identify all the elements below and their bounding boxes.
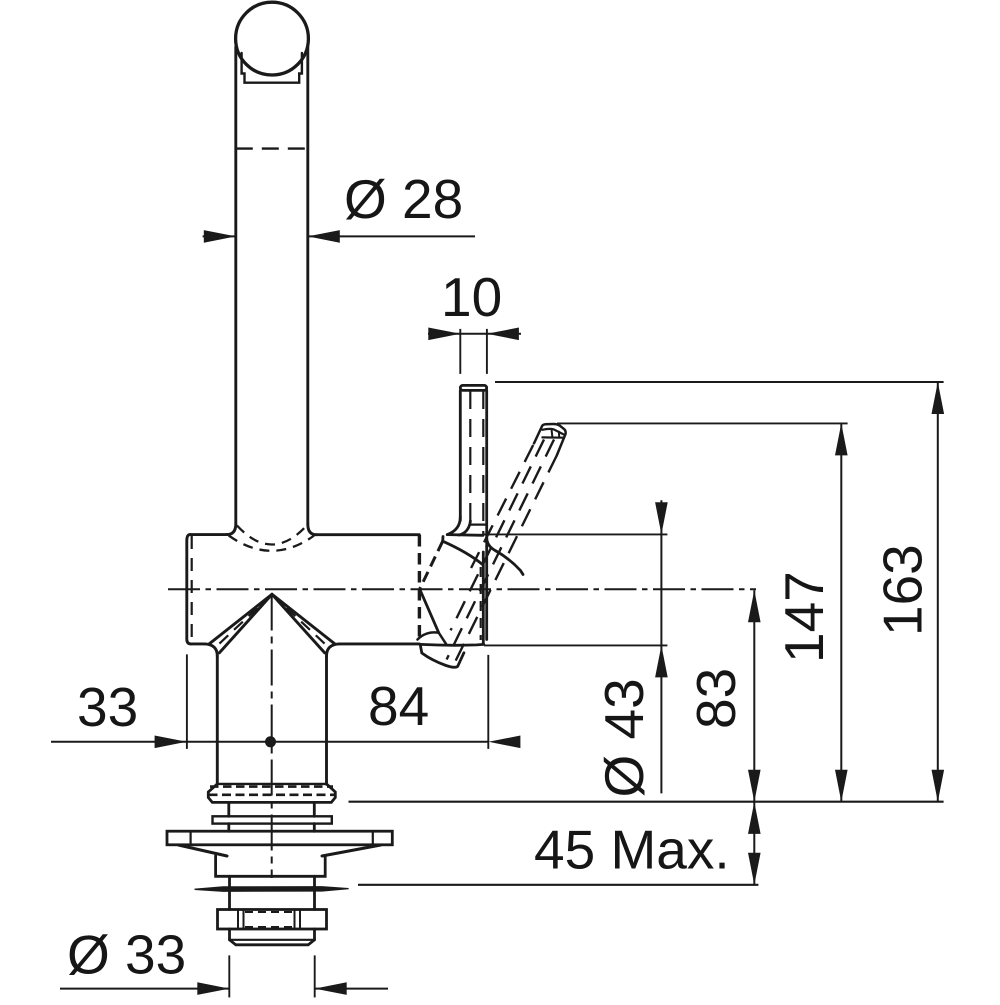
svg-text:45 Max.: 45 Max. bbox=[534, 819, 730, 881]
svg-text:Ø 33: Ø 33 bbox=[67, 924, 186, 986]
svg-text:Ø 28: Ø 28 bbox=[344, 168, 463, 230]
svg-text:33: 33 bbox=[77, 676, 138, 738]
svg-text:84: 84 bbox=[368, 675, 429, 737]
svg-text:Ø 43: Ø 43 bbox=[593, 678, 655, 797]
svg-text:83: 83 bbox=[685, 668, 747, 729]
svg-text:163: 163 bbox=[872, 544, 934, 636]
svg-text:10: 10 bbox=[441, 266, 502, 328]
svg-text:147: 147 bbox=[773, 571, 835, 663]
